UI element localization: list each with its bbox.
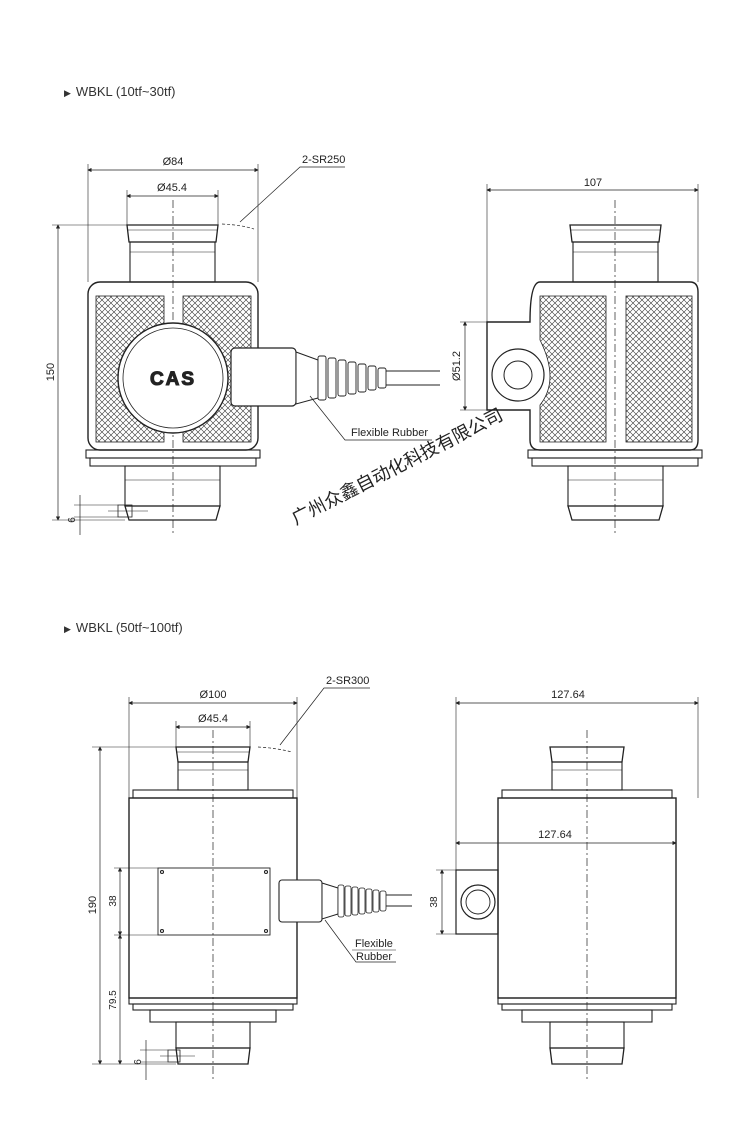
s1-height-label: 150 bbox=[45, 363, 57, 381]
s2-plate-height: 38 bbox=[108, 895, 119, 907]
s2-cable-label-1: Flexible bbox=[355, 938, 393, 950]
s2-offset-label: 6 bbox=[133, 1059, 144, 1065]
section-1-title-text: WBKL (10tf~30tf) bbox=[75, 84, 176, 99]
s1-side-width: 107 bbox=[584, 177, 602, 189]
section-1-title: ▶ WBKL (10tf~30tf) bbox=[64, 84, 176, 99]
triangle-marker-icon: ▶ bbox=[64, 624, 71, 634]
s2-side-width-top: 127.64 bbox=[551, 689, 585, 701]
section-2-title: ▶ WBKL (50tf~100tf) bbox=[64, 620, 183, 635]
s2-height-label: 190 bbox=[87, 896, 99, 914]
s1-radius-label: 2-SR250 bbox=[302, 154, 345, 166]
triangle-marker-icon: ▶ bbox=[64, 88, 71, 98]
section-1-side-view bbox=[460, 184, 703, 535]
section-1-front-view bbox=[52, 164, 440, 535]
s2-dia-outer: Ø100 bbox=[200, 689, 227, 701]
section-2-title-text: WBKL (50tf~100tf) bbox=[75, 620, 183, 635]
s2-side-boss-height: 38 bbox=[429, 896, 440, 908]
watermark: 广州众鑫自动化科技有限公司 bbox=[288, 405, 506, 530]
s2-side-width-mid: 127.64 bbox=[538, 829, 572, 841]
s1-cable-label: Flexible Rubber bbox=[351, 427, 428, 439]
s1-dia-outer: Ø84 bbox=[163, 156, 184, 168]
s2-dia-inner: Ø45.4 bbox=[198, 713, 228, 725]
section-2-side-view bbox=[436, 697, 699, 1080]
section-2-front-view bbox=[92, 687, 412, 1080]
s1-dia-inner: Ø45.4 bbox=[157, 182, 187, 194]
s2-cable-label-2: Rubber bbox=[356, 951, 392, 963]
s1-side-dia: Ø51.2 bbox=[451, 351, 463, 381]
s2-radius-label: 2-SR300 bbox=[326, 675, 369, 687]
s1-offset-label: 6 bbox=[67, 517, 78, 523]
s2-lower-height: 79.5 bbox=[108, 990, 119, 1010]
cas-logo: CAS bbox=[150, 369, 196, 390]
